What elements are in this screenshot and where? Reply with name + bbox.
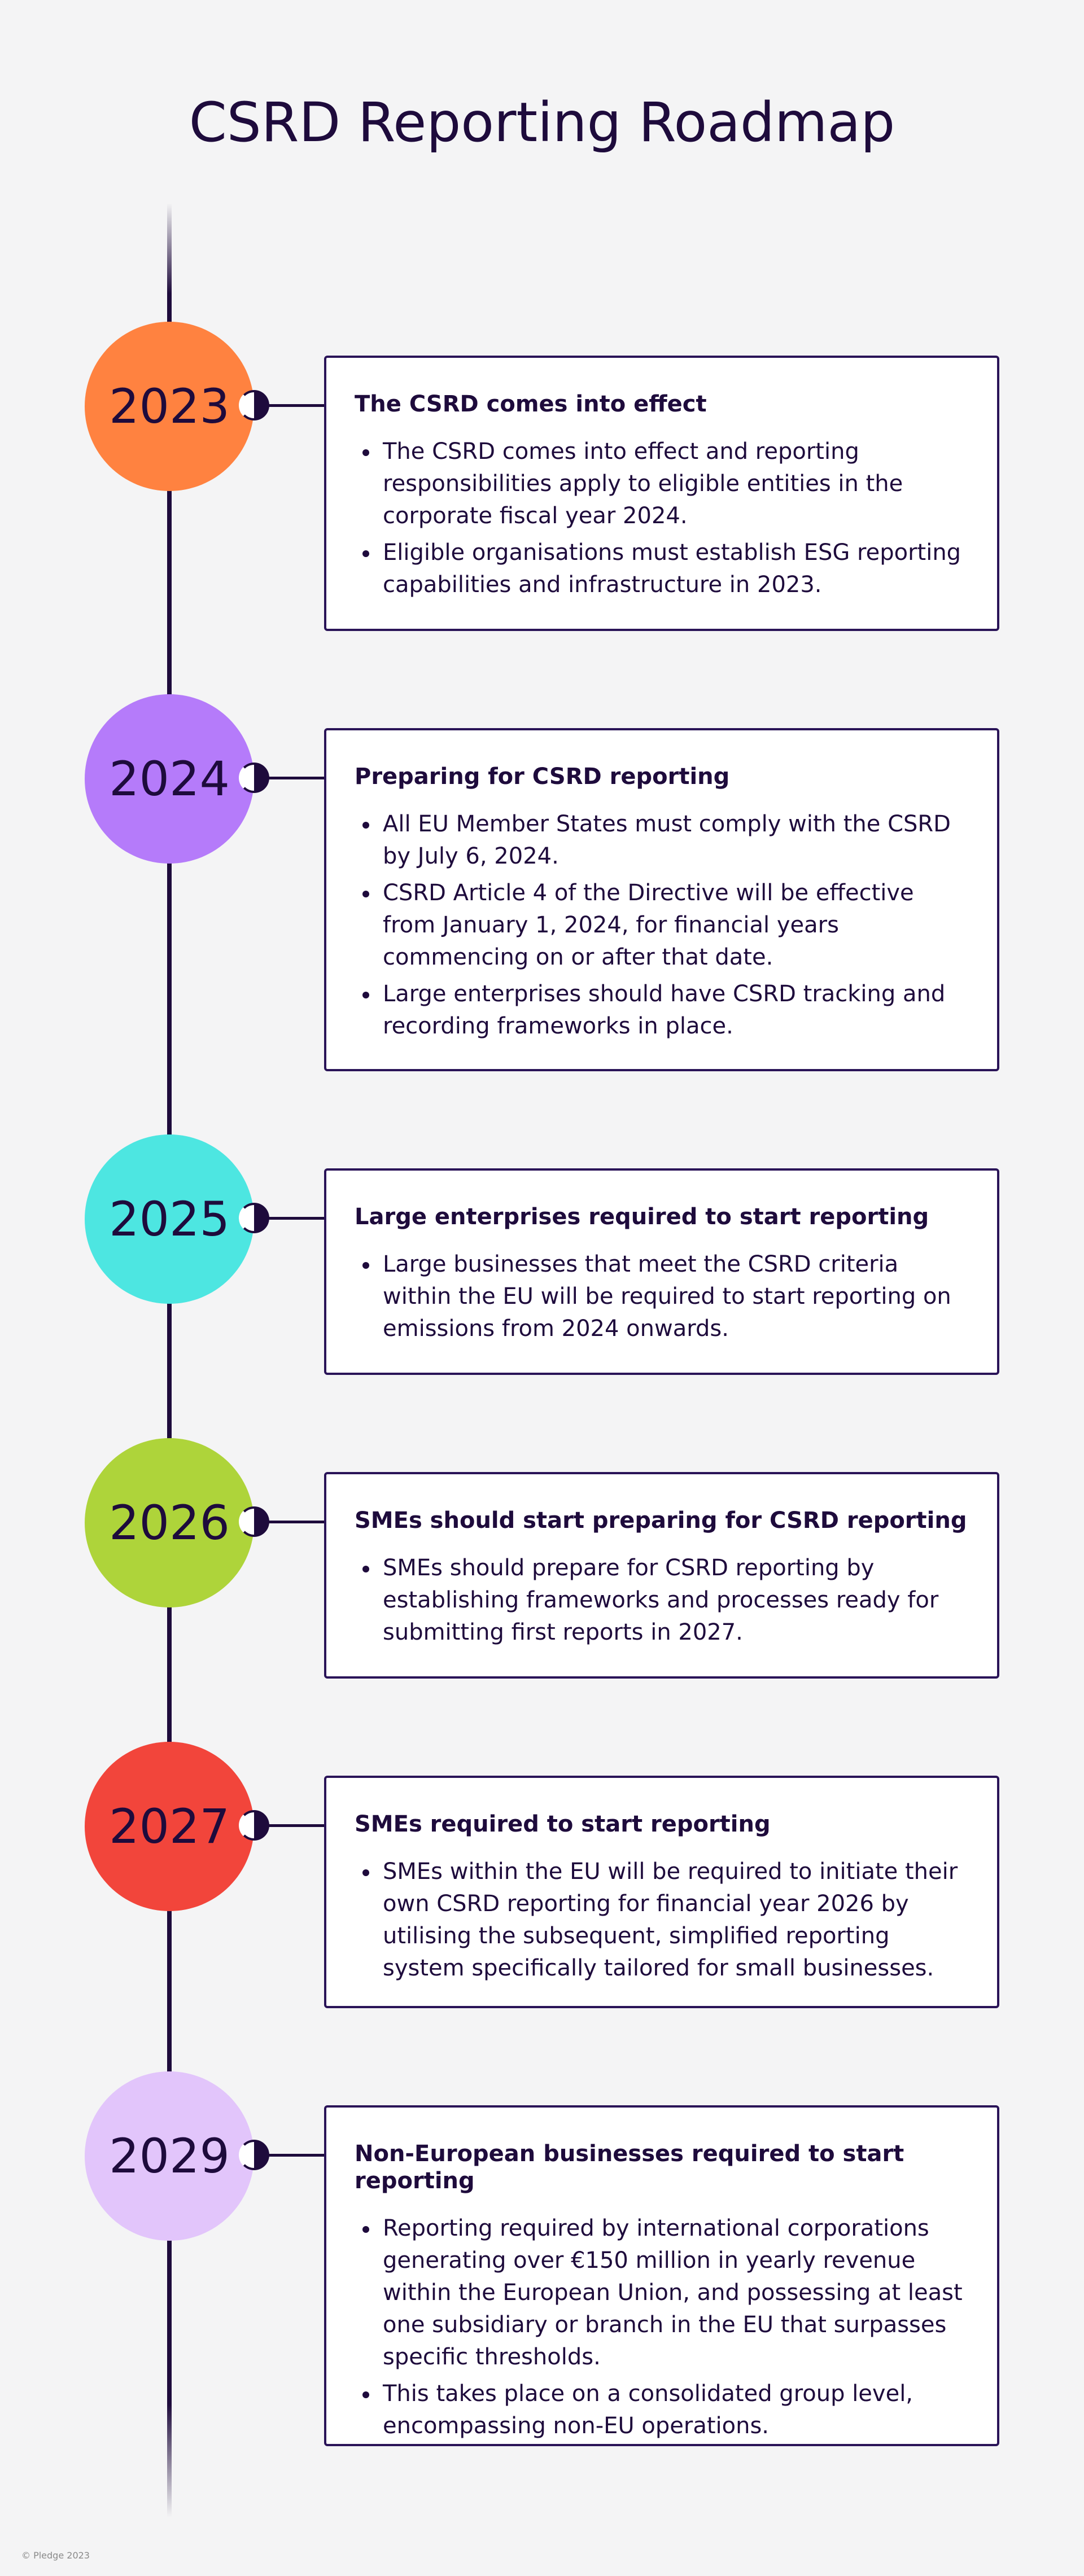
card-heading: Non-European businesses required to star… [355,2141,904,2194]
connector-line [265,2154,325,2157]
connector-line [265,1521,325,1523]
year-circle-2023: 2023 [85,322,254,491]
milestone-card-2026: SMEs should start preparing for CSRD rep… [324,1472,999,1679]
milestone-card-2023: The CSRD comes into effect The CSRD come… [324,356,999,631]
copyright-footer: © Pledge 2023 [21,2550,90,2561]
connector-line [265,777,325,779]
page-title: CSRD Reporting Roadmap [189,91,895,154]
timeline-node [239,1810,269,1841]
card-heading: SMEs required to start reporting [355,1811,771,1837]
timeline-node [239,1506,269,1537]
bullet-item: The CSRD comes into effect and reporting… [362,436,969,532]
bullet-item: All EU Member States must comply with th… [362,808,969,873]
year-circle-2026: 2026 [85,1438,254,1607]
connector-line [265,1217,325,1220]
year-label: 2029 [109,2128,230,2184]
card-heading: The CSRD comes into effect [355,391,707,417]
connector-line [265,1824,325,1827]
year-circle-2029: 2029 [85,2071,254,2241]
year-label: 2025 [109,1191,230,1247]
bullet-item: This takes place on a consolidated group… [362,2378,969,2442]
bullet-list: Reporting required by international corp… [355,2213,969,2442]
bullet-list: All EU Member States must comply with th… [355,808,969,1042]
year-label: 2023 [109,379,230,434]
milestone-card-2025: Large enterprises required to start repo… [324,1168,999,1375]
year-circle-2025: 2025 [85,1134,254,1304]
bullet-item: Eligible organisations must establish ES… [362,537,969,601]
timeline-line [167,203,172,2517]
year-label: 2026 [109,1495,230,1550]
year-label: 2027 [109,1799,230,1854]
bullet-list: Large businesses that meet the CSRD crit… [355,1248,969,1345]
bullet-item: SMEs within the EU will be required to i… [362,1856,969,1984]
connector-line [265,404,325,407]
card-heading: SMEs should start preparing for CSRD rep… [355,1508,967,1534]
year-circle-2027: 2027 [85,1742,254,1911]
year-label: 2024 [109,751,230,807]
milestone-card-2029: Non-European businesses required to star… [324,2105,999,2446]
bullet-item: Large enterprises should have CSRD track… [362,978,969,1042]
year-circle-2024: 2024 [85,694,254,864]
timeline-node [239,1203,269,1233]
milestone-card-2024: Preparing for CSRD reporting All EU Memb… [324,728,999,1071]
timeline-node [239,2140,269,2170]
bullet-list: The CSRD comes into effect and reporting… [355,436,969,601]
milestone-card-2027: SMEs required to start reporting SMEs wi… [324,1776,999,2008]
bullet-list: SMEs should prepare for CSRD reporting b… [355,1552,969,1649]
bullet-item: SMEs should prepare for CSRD reporting b… [362,1552,969,1649]
bullet-item: CSRD Article 4 of the Directive will be … [362,877,969,974]
bullet-item: Large businesses that meet the CSRD crit… [362,1248,969,1345]
card-heading: Large enterprises required to start repo… [355,1204,929,1230]
timeline-node [239,390,269,420]
bullet-list: SMEs within the EU will be required to i… [355,1856,969,1984]
timeline-node [239,763,269,793]
card-heading: Preparing for CSRD reporting [355,764,730,790]
bullet-item: Reporting required by international corp… [362,2213,969,2373]
